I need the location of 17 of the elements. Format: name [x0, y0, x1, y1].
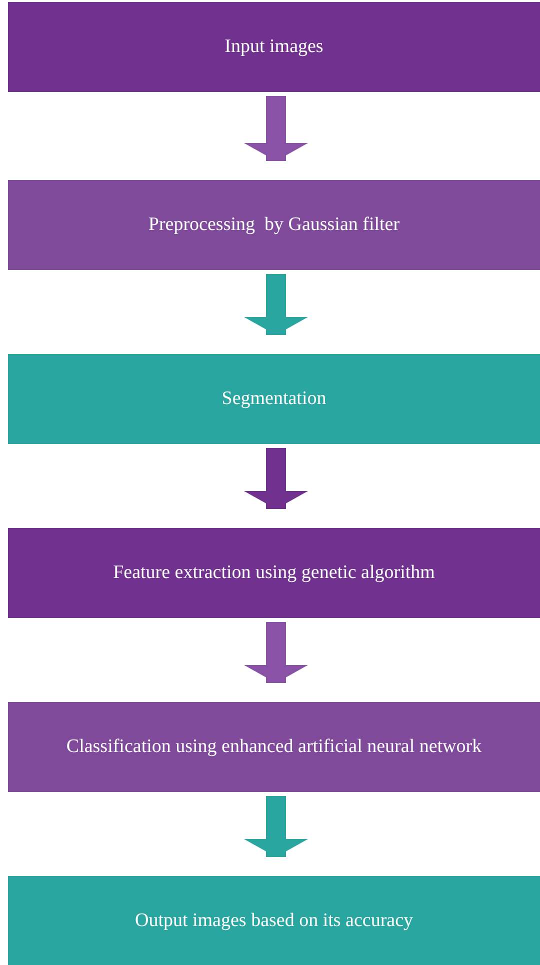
- arrow: [244, 796, 308, 857]
- step-label: Preprocessing by Gaussian filter: [148, 214, 400, 236]
- step-label: Feature extraction using genetic algorithm: [113, 562, 435, 584]
- process-box: [8, 180, 540, 270]
- process-box: [8, 2, 540, 92]
- step-label: Output images based on its accuracy: [134, 910, 414, 932]
- process-box: [8, 702, 540, 792]
- step-label: Input images: [224, 36, 324, 58]
- arrow: [244, 274, 308, 335]
- process-box: [8, 528, 540, 618]
- arrow: [244, 448, 308, 509]
- step-label: Segmentation: [222, 388, 326, 410]
- step-label: Classification using enhanced artificial neural network: [66, 736, 482, 758]
- arrow: [244, 622, 308, 683]
- process-box: [8, 876, 540, 965]
- process-box: [8, 354, 540, 444]
- arrow: [244, 96, 308, 161]
